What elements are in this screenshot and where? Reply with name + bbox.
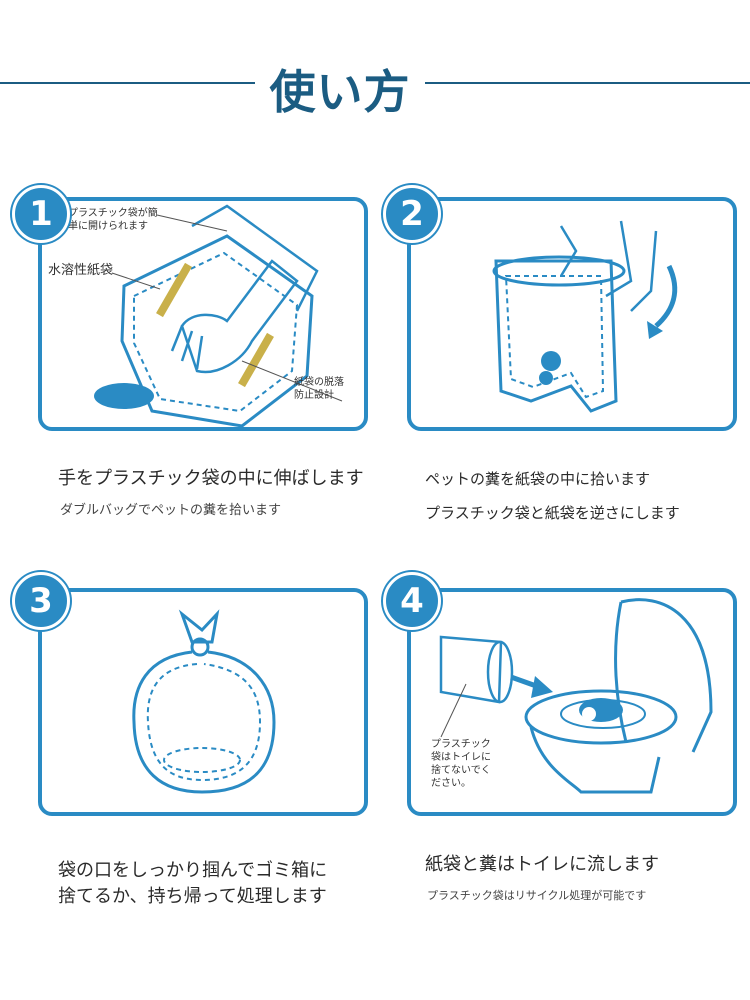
label-no-plastic-4: ださい。 <box>431 778 471 789</box>
step-3-caption-line-1: 袋の口をしっかり掴んでゴミ箱に <box>58 860 328 881</box>
label-water-soluble-bag: 水溶性紙袋 <box>48 263 114 278</box>
step-1-caption-sub: ダブルバッグでペットの糞を拾います <box>60 503 282 518</box>
label-anti-slip-1: 紙袋の脱落 <box>294 377 344 388</box>
label-no-plastic-2: 袋はトイレに <box>431 752 491 763</box>
step-1-caption-main: 手をプラスチック袋の中に伸ばします <box>58 468 364 489</box>
label-plastic-easy-open-1: プラスチック袋が簡 <box>68 208 158 219</box>
step-2-badge: 2 <box>383 185 441 243</box>
step-4-caption-sub: プラスチック袋はリサイクル処理が可能です <box>427 889 647 902</box>
step-4-caption-main: 紙袋と糞はトイレに流します <box>425 854 659 875</box>
step-1-illustration <box>94 204 343 427</box>
step-3-illustration <box>132 609 276 794</box>
step-2-caption-sub: プラスチック袋と紙袋を逆さにします <box>425 504 680 522</box>
step-2-panel <box>407 197 737 431</box>
step-4-badge: 4 <box>383 572 441 630</box>
step-4-panel: プラスチック 袋はトイレに 捨てないでく ださい。 <box>407 588 737 816</box>
step-2-caption-main: ペットの糞を紙袋の中に拾います <box>425 470 651 488</box>
step-3-panel <box>38 588 368 816</box>
step-4-illustration <box>439 598 713 794</box>
step-1-panel: プラスチック袋が簡 単に開けられます 水溶性紙袋 紙袋の脱落 防止設計 <box>38 197 368 431</box>
label-plastic-easy-open-2: 単に開けられます <box>68 221 148 232</box>
page-title: 使い方 <box>269 65 411 119</box>
title-rule-right <box>425 82 750 84</box>
label-anti-slip-2: 防止設計 <box>294 390 334 401</box>
step-2-illustration <box>492 220 678 413</box>
label-no-plastic-3: 捨てないでく <box>431 765 491 776</box>
label-no-plastic-1: プラスチック <box>431 739 491 750</box>
step-3-caption-line-2: 捨てるか、持ち帰って処理します <box>58 886 327 907</box>
title-rule-left <box>0 82 255 84</box>
step-3-badge: 3 <box>12 572 70 630</box>
step-1-badge: 1 <box>12 185 70 243</box>
